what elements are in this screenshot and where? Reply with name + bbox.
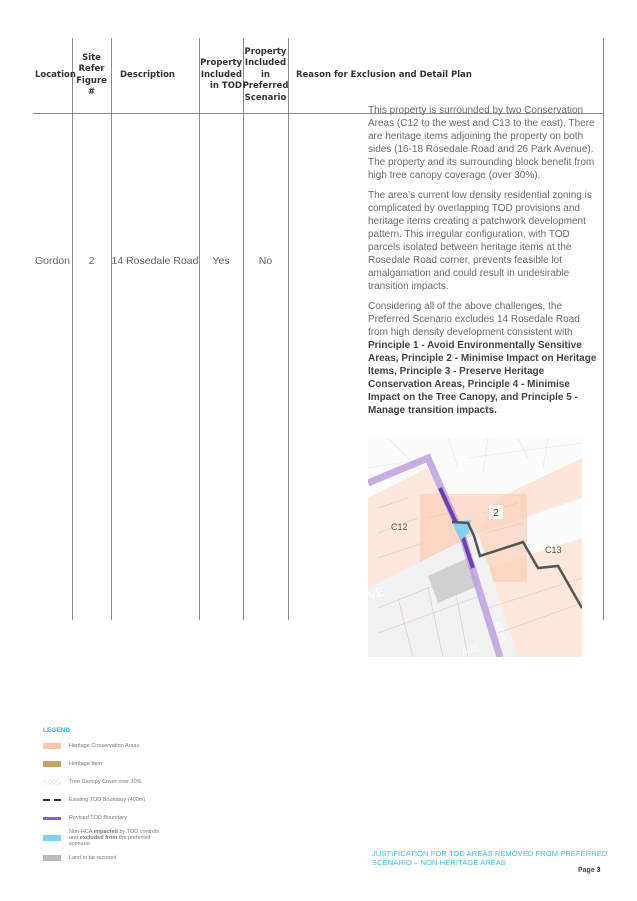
map-legend: LEGEND Heritage Conservation Areas Herit… <box>43 727 169 867</box>
street-label: VE <box>368 584 386 603</box>
legend-item: Heritage Item <box>43 755 169 773</box>
legend-label: Land to be rezoned <box>69 855 117 861</box>
site-label: 2 <box>493 508 499 519</box>
legend-label: Tree Canopy Cover over 30% <box>69 779 142 785</box>
legend-label: Existing TOD Boundary (400m) <box>69 797 146 803</box>
swatch <box>43 761 61 767</box>
legend-text: by TOD controls and <box>69 829 159 841</box>
cell-location: Gordon <box>34 255 71 267</box>
column-divider <box>243 38 244 620</box>
legend-item: Tree Canopy Cover over 30% <box>43 773 169 791</box>
column-divider <box>603 38 604 620</box>
cell-in-preferred: No <box>258 255 273 267</box>
swatch <box>43 855 61 861</box>
legend-item: Land to be rezoned <box>43 849 169 867</box>
legend-label: Heritage Item <box>69 761 103 767</box>
column-divider <box>111 38 112 620</box>
header-line: Included <box>200 69 242 80</box>
legend-label: Revised TOD Boundary <box>69 815 127 821</box>
reason-paragraph: The area’s current low density residenti… <box>368 190 592 292</box>
reason-principles: Principle 1 - Avoid Environmentally Sens… <box>368 340 597 416</box>
swatch <box>43 816 61 820</box>
header-description: Description <box>120 69 175 80</box>
column-divider <box>199 38 200 620</box>
reason-paragraph: Considering all of the above challenges,… <box>368 300 602 417</box>
legend-label: Heritage Conservation Areas <box>69 743 140 749</box>
cell-in-tod: Yes <box>212 255 230 267</box>
header-line: Site <box>82 52 101 63</box>
excluded-site <box>452 520 471 540</box>
header-line: in <box>261 69 270 80</box>
header-location: Location <box>35 69 76 80</box>
swatch <box>43 835 61 841</box>
legend-title: LEGEND <box>43 727 71 734</box>
cell-description: 14 Rosedale Road <box>111 255 199 267</box>
cell-reason: This property is surrounded by two Conse… <box>368 104 602 657</box>
legend-item: Revised TOD Boundary <box>43 809 169 827</box>
legend-item: Non-HCA impacted by TOD controls and exc… <box>43 827 169 849</box>
cell-figure: 2 <box>88 255 95 267</box>
legend-text: the preferred scenario <box>69 835 151 847</box>
legend-label: Non-HCA impacted by TOD controls and exc… <box>69 829 169 847</box>
reason-paragraph: This property is surrounded by two Conse… <box>368 105 595 181</box>
site-map: 2 C12 C13 VE AVE ROS <box>368 438 582 657</box>
swatch <box>43 743 61 749</box>
header-line: Figure # <box>76 75 107 97</box>
reason-text: Considering all of the above challenges,… <box>368 301 580 338</box>
area-label-c12: C12 <box>391 522 408 532</box>
header-line: Scenario <box>244 92 287 103</box>
header-line: Included <box>244 58 287 69</box>
column-divider <box>72 38 73 620</box>
land-to-rezone <box>428 558 478 603</box>
column-divider <box>288 38 289 620</box>
page-number: Page 3 <box>578 867 601 874</box>
header-line: Preferred <box>242 81 289 92</box>
legend-text-bold: excluded from <box>79 835 118 841</box>
legend-text-bold: impacted <box>93 829 118 835</box>
header-reason: Reason for Exclusion and Detail Plan <box>296 69 472 80</box>
header-line: Property <box>244 46 287 57</box>
existing-tod-boundary <box>451 520 582 609</box>
swatch <box>43 779 61 785</box>
swatch <box>43 799 61 801</box>
legend-item: Heritage Conservation Areas <box>43 737 169 755</box>
header-line: Refer <box>78 64 105 75</box>
header-line: Property <box>200 58 242 69</box>
legend-item: Existing TOD Boundary (400m) <box>43 791 169 809</box>
header-divider <box>33 113 603 114</box>
area-label-c13: C13 <box>545 545 562 555</box>
header-line: in TOD <box>209 81 242 92</box>
legend-text: Non-HCA <box>69 829 94 835</box>
street-label: AVE <box>460 642 482 657</box>
footer-title: JUSTIFICATION FOR TOD AREAS REMOVED FROM… <box>372 849 608 867</box>
